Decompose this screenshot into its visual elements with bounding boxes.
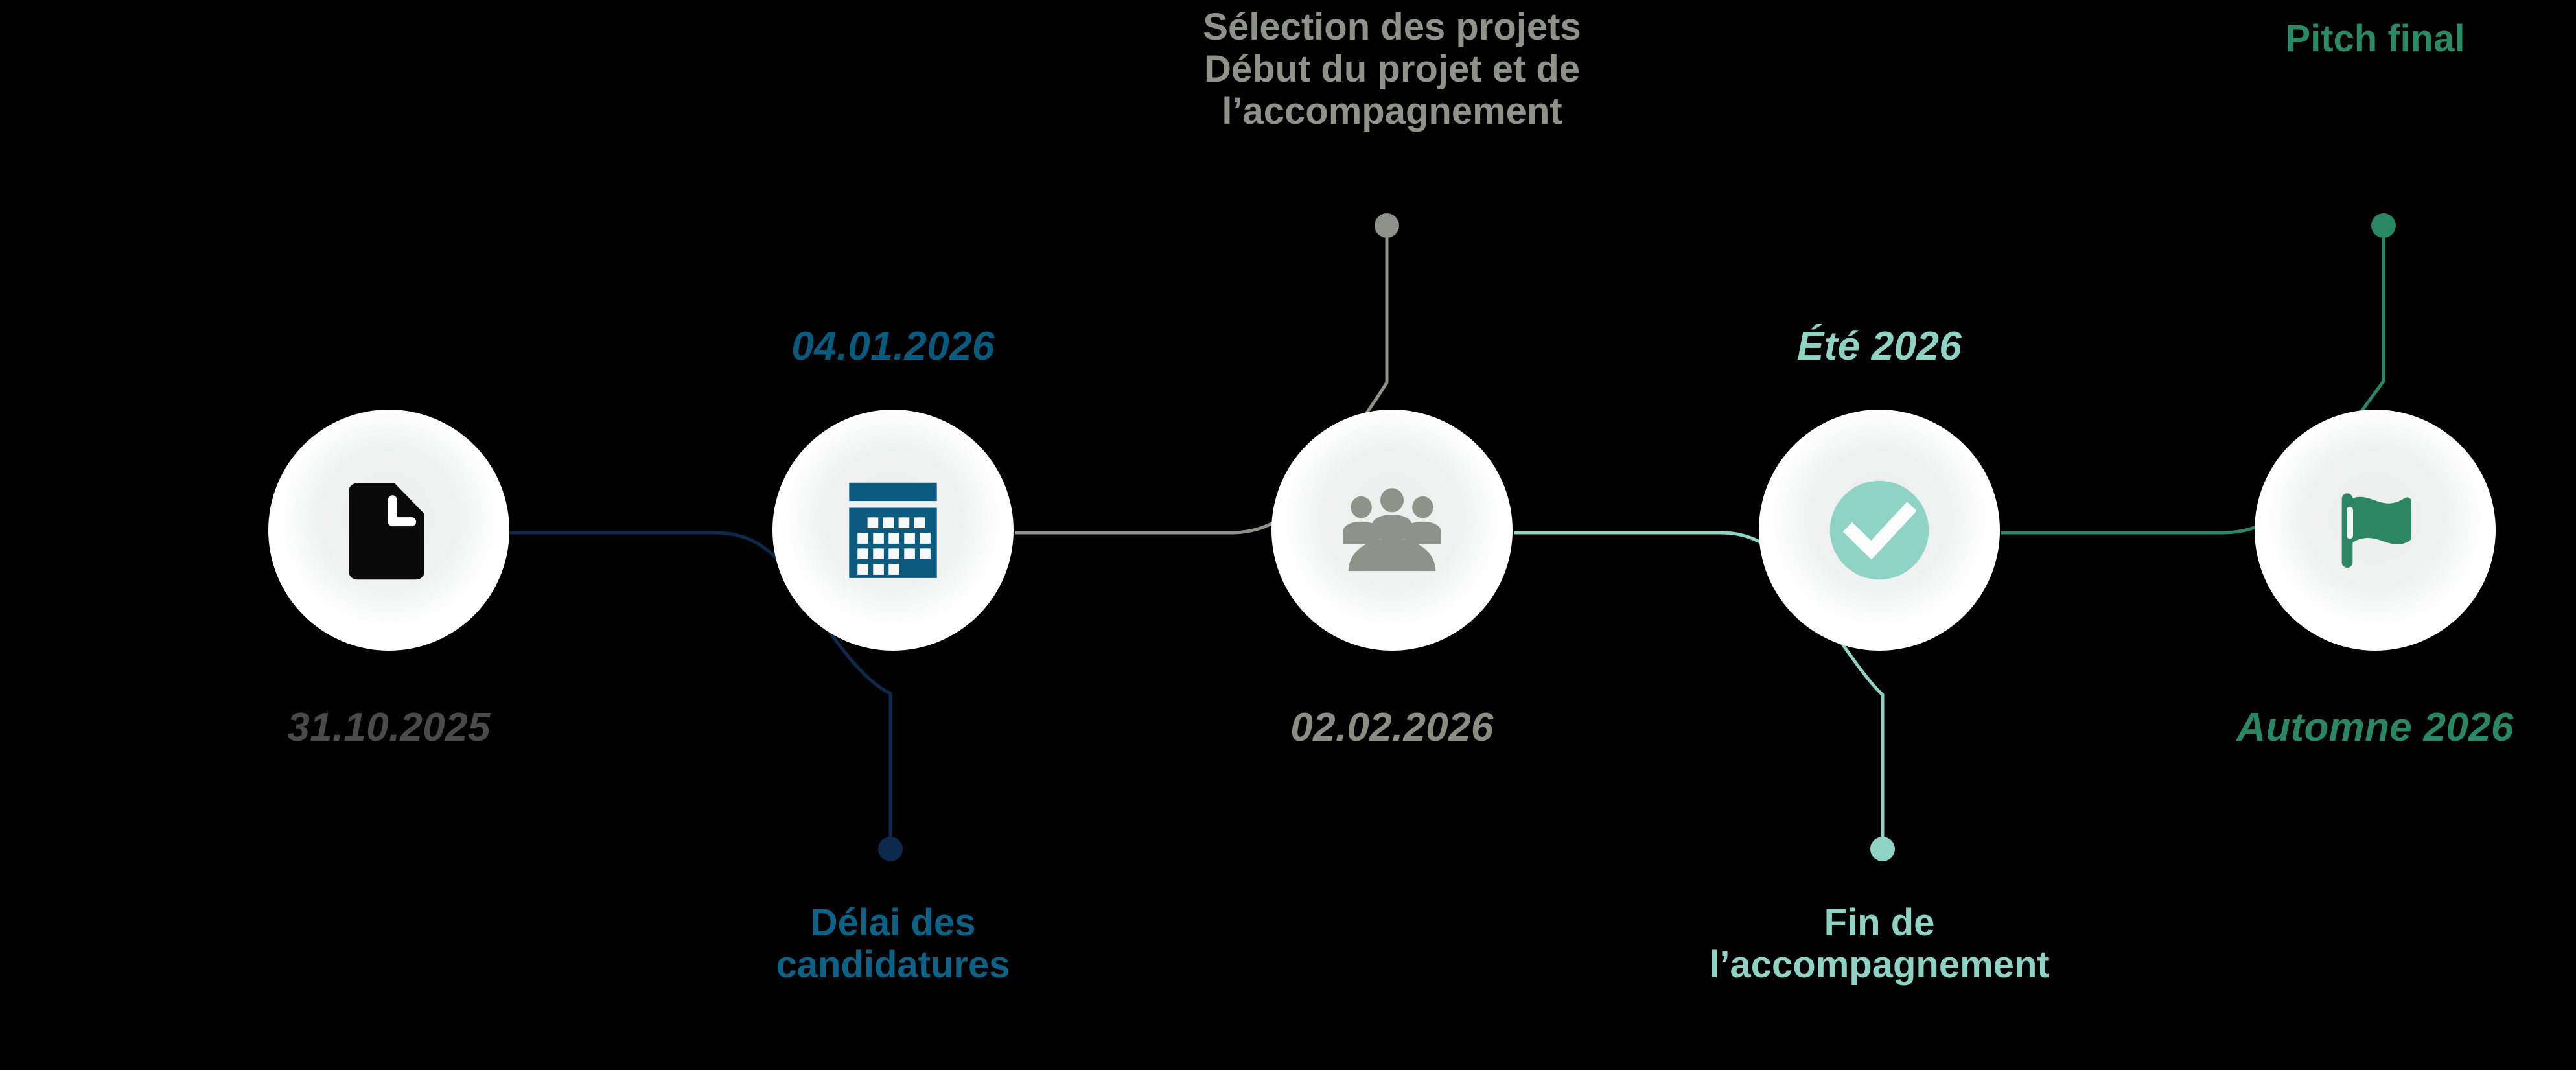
document-clock-glyph	[349, 483, 424, 580]
document-clock-icon	[327, 469, 450, 592]
milestone-date-pitch-final: Automne 2026	[2236, 705, 2514, 750]
milestone-node-selection-projets[interactable]	[1271, 410, 1513, 651]
calendar-icon	[831, 469, 955, 592]
milestone-date-fin-accompagnement: Été 2026	[1796, 324, 1962, 369]
milestone-caption-fin-accompagnement: Fin de l’accompagnement	[1709, 901, 2050, 986]
flag-glyph	[2341, 493, 2411, 568]
milestone-date-delai-candidatures: 04.01.2026	[791, 324, 995, 369]
calendar-glyph	[849, 482, 937, 578]
milestone-caption-pitch-final: Pitch final	[2285, 17, 2465, 60]
milestone-node-pitch-final[interactable]	[2255, 410, 2496, 651]
dot-delai-candidatures	[878, 837, 903, 861]
milestone-node-delai-candidatures[interactable]	[772, 410, 1014, 651]
milestone-caption-delai-candidatures: Délai des candidatures	[776, 901, 1010, 986]
milestone-date-selection-projets: 02.02.2026	[1290, 705, 1494, 750]
check-circle-icon	[1818, 469, 1941, 592]
people-group-glyph	[1343, 488, 1441, 571]
milestone-node-fin-accompagnement[interactable]	[1759, 410, 2000, 651]
dot-fin-accompagnement	[1870, 837, 1895, 861]
people-group-icon	[1330, 469, 1454, 592]
flag-icon	[2314, 469, 2437, 592]
milestone-caption-selection-projets: Sélection des projets Début du projet et…	[1203, 6, 1581, 132]
dot-selection-projets	[1375, 213, 1399, 238]
check-circle-glyph	[1829, 480, 1929, 580]
dot-pitch-final	[2371, 213, 2396, 238]
milestone-node-dossier[interactable]	[268, 410, 509, 651]
milestone-date-dossier: 31.10.2025	[287, 705, 491, 750]
